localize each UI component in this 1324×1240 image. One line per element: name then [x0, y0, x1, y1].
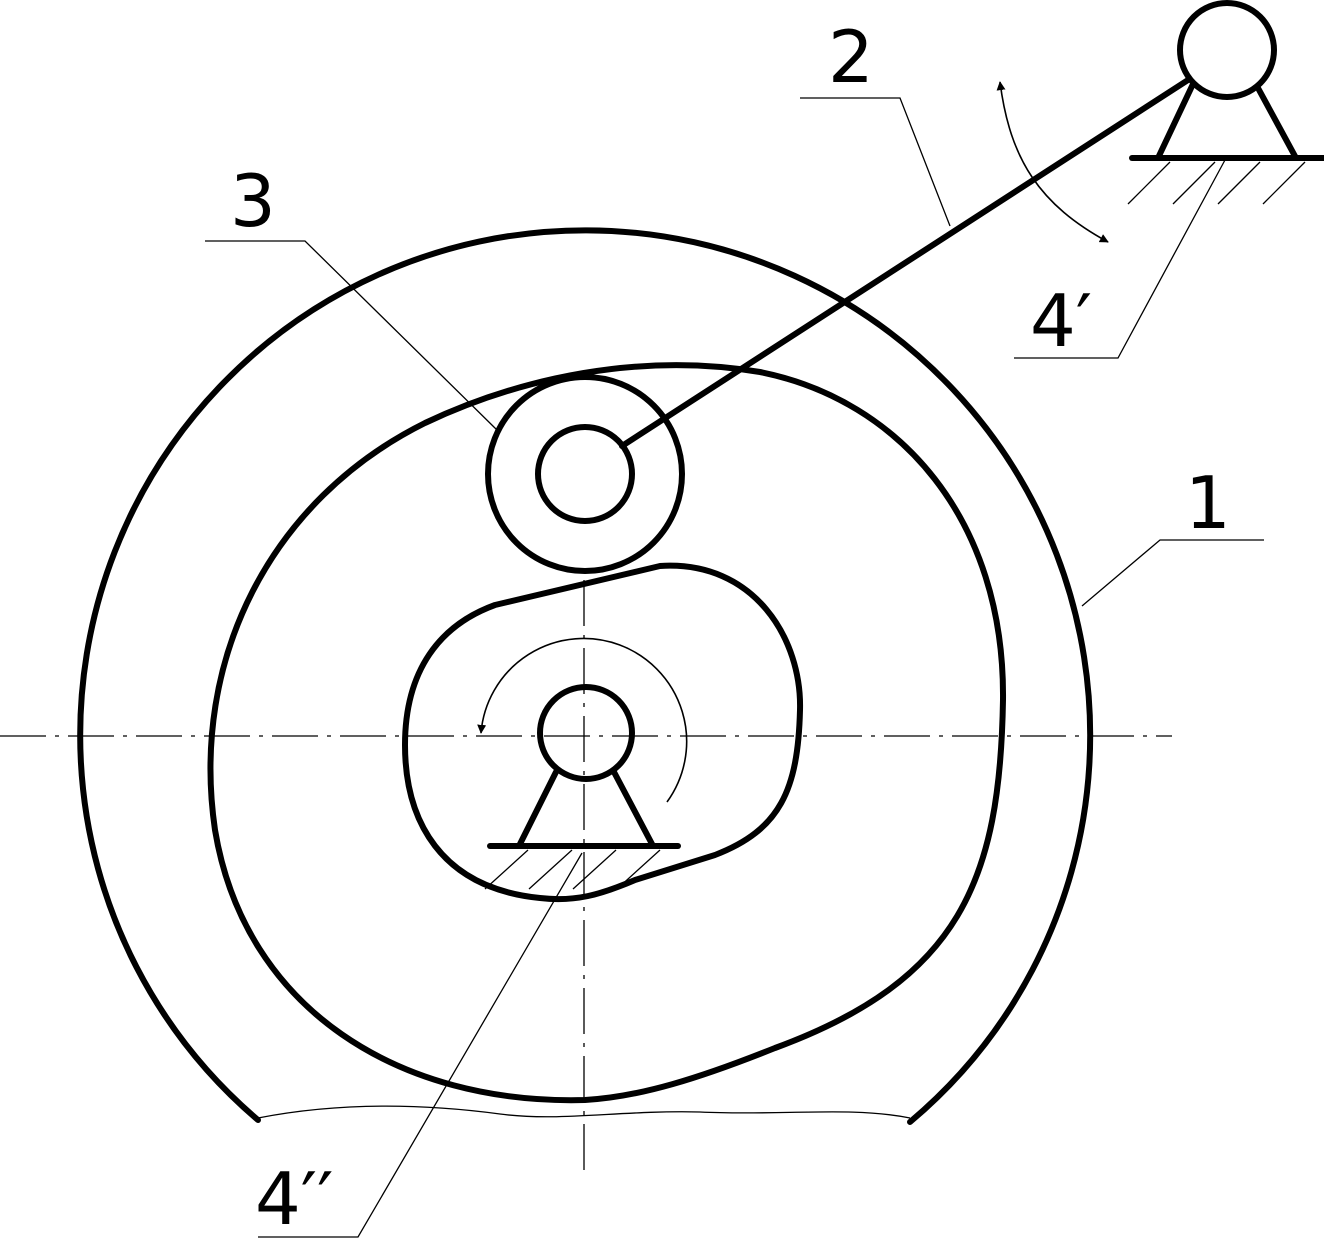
- cam-rotation-arrow: [477, 637, 688, 803]
- lever-rod: [619, 77, 1191, 449]
- cam-groove-outer: [207, 362, 1007, 1104]
- outer-frame: [77, 227, 1094, 1125]
- label-lever: 2: [828, 15, 874, 99]
- label-frame: 1: [1185, 461, 1231, 545]
- roller-pin: [535, 424, 635, 524]
- leader-line-2: [800, 97, 951, 227]
- cam-support-triangle: [517, 769, 655, 847]
- lever-swing-arrow: [996, 81, 1109, 243]
- leader-line-3: [205, 240, 498, 431]
- cam-groove-inner: [402, 562, 804, 903]
- label-lever-support: 4′: [1030, 279, 1092, 363]
- leader-line-1: [1081, 539, 1264, 607]
- lever-support-triangle: [1155, 81, 1299, 161]
- lever-support-hatching: [1127, 161, 1306, 205]
- leader-line-4-double-prime: [258, 852, 583, 1238]
- leader-line-4-prime: [1014, 159, 1226, 359]
- lever-pivot-joint: [1177, 0, 1277, 100]
- roller-outer: [485, 374, 685, 574]
- label-roller: 3: [230, 159, 276, 243]
- cam-pivot-joint: [537, 684, 635, 782]
- cam-support-hatching: [484, 849, 661, 890]
- break-line: [257, 1105, 911, 1119]
- label-cam-support: 4′′: [255, 1157, 334, 1240]
